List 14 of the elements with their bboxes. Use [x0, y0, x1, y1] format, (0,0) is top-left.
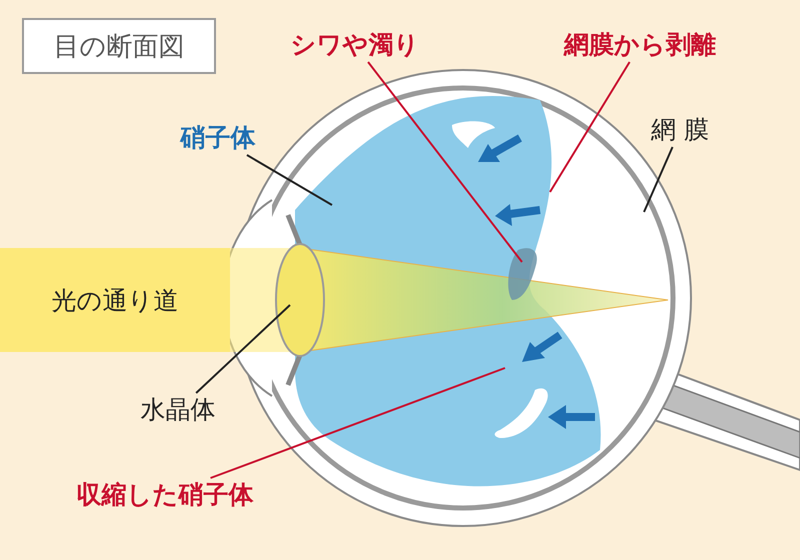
leader-line [210, 367, 506, 479]
leader-line [195, 304, 291, 394]
callout-label: 硝子体 [180, 123, 256, 153]
callout-label: 水晶体 [140, 395, 216, 425]
title-box: 目の断面図 [22, 18, 216, 74]
leader-line [246, 154, 332, 206]
leader-line [367, 61, 523, 263]
leader-line [643, 146, 674, 212]
light-band: 光の通り道 [0, 248, 230, 352]
callout-label: 網膜から剥離 [564, 30, 716, 60]
leader-line [549, 61, 630, 193]
callout-label: 網 膜 [651, 115, 709, 145]
callout-label: シワや濁り [290, 30, 420, 60]
callout-label: 収縮した硝子体 [76, 480, 254, 510]
